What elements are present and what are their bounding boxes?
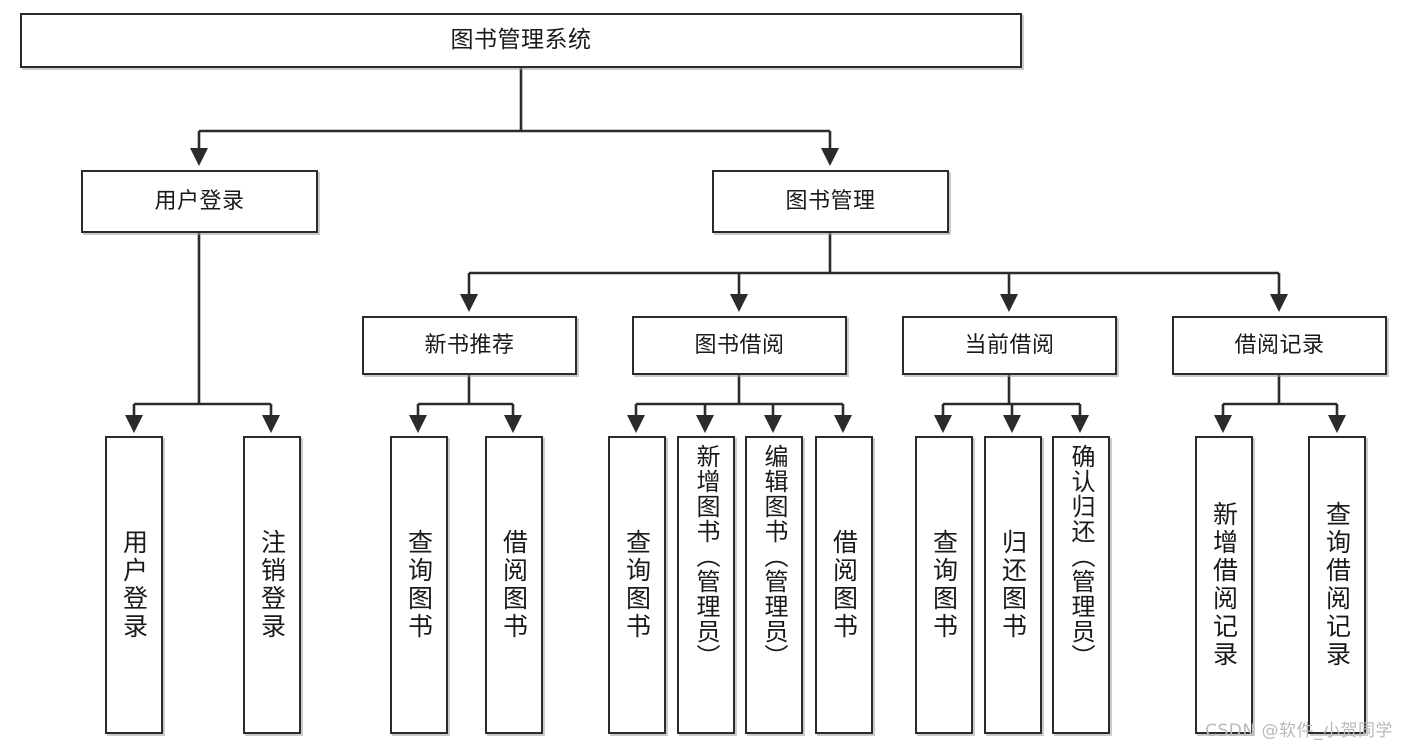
node-label: 编辑图书（管理员） bbox=[760, 444, 788, 669]
node-label: 借阅记录 bbox=[1234, 332, 1325, 358]
node-root-book-management-system[interactable]: 图书管理系统 bbox=[20, 13, 1022, 68]
node-book-borrowing[interactable]: 图书借阅 bbox=[632, 316, 847, 375]
node-label: 确认归还（管理员） bbox=[1067, 444, 1095, 669]
node-label: 图书借阅 bbox=[694, 332, 785, 358]
leaf-confirm-return-admin[interactable]: 确认归还（管理员） bbox=[1052, 436, 1110, 734]
node-user-login[interactable]: 用户登录 bbox=[81, 170, 318, 233]
leaf-edit-book-admin[interactable]: 编辑图书（管理员） bbox=[745, 436, 803, 734]
node-current-borrowing[interactable]: 当前借阅 bbox=[902, 316, 1117, 375]
node-label: 查询图书 bbox=[622, 529, 652, 641]
csdn-watermark: CSDN @软件_小贺同学 bbox=[1205, 721, 1393, 741]
node-book-management[interactable]: 图书管理 bbox=[712, 170, 949, 233]
node-label: 查询借阅记录 bbox=[1322, 501, 1352, 669]
node-label: 新增借阅记录 bbox=[1209, 501, 1239, 669]
node-label: 图书管理系统 bbox=[450, 26, 592, 53]
node-label: 归还图书 bbox=[998, 529, 1028, 641]
leaf-query-book-2[interactable]: 查询图书 bbox=[608, 436, 666, 734]
leaf-user-login[interactable]: 用户登录 bbox=[105, 436, 163, 734]
node-label: 新增图书（管理员） bbox=[692, 444, 720, 669]
node-new-book-recommendation[interactable]: 新书推荐 bbox=[362, 316, 577, 375]
leaf-add-book-admin[interactable]: 新增图书（管理员） bbox=[677, 436, 735, 734]
leaf-borrow-book-1[interactable]: 借阅图书 bbox=[485, 436, 543, 734]
node-label: 借阅图书 bbox=[829, 529, 859, 641]
node-label: 图书管理 bbox=[785, 188, 876, 214]
leaf-query-book-3[interactable]: 查询图书 bbox=[915, 436, 973, 734]
leaf-logout-login[interactable]: 注销登录 bbox=[243, 436, 301, 734]
leaf-query-borrow-record[interactable]: 查询借阅记录 bbox=[1308, 436, 1366, 734]
leaf-add-borrow-record[interactable]: 新增借阅记录 bbox=[1195, 436, 1253, 734]
leaf-query-book-1[interactable]: 查询图书 bbox=[390, 436, 448, 734]
node-borrowing-record[interactable]: 借阅记录 bbox=[1172, 316, 1387, 375]
node-label: 新书推荐 bbox=[424, 332, 515, 358]
leaf-borrow-book-2[interactable]: 借阅图书 bbox=[815, 436, 873, 734]
node-label: 注销登录 bbox=[257, 529, 287, 641]
node-label: 用户登录 bbox=[154, 188, 245, 214]
node-label: 用户登录 bbox=[119, 529, 149, 641]
node-label: 借阅图书 bbox=[499, 529, 529, 641]
node-label: 查询图书 bbox=[929, 529, 959, 641]
leaf-return-book[interactable]: 归还图书 bbox=[984, 436, 1042, 734]
node-label: 查询图书 bbox=[404, 529, 434, 641]
node-label: 当前借阅 bbox=[964, 332, 1055, 358]
